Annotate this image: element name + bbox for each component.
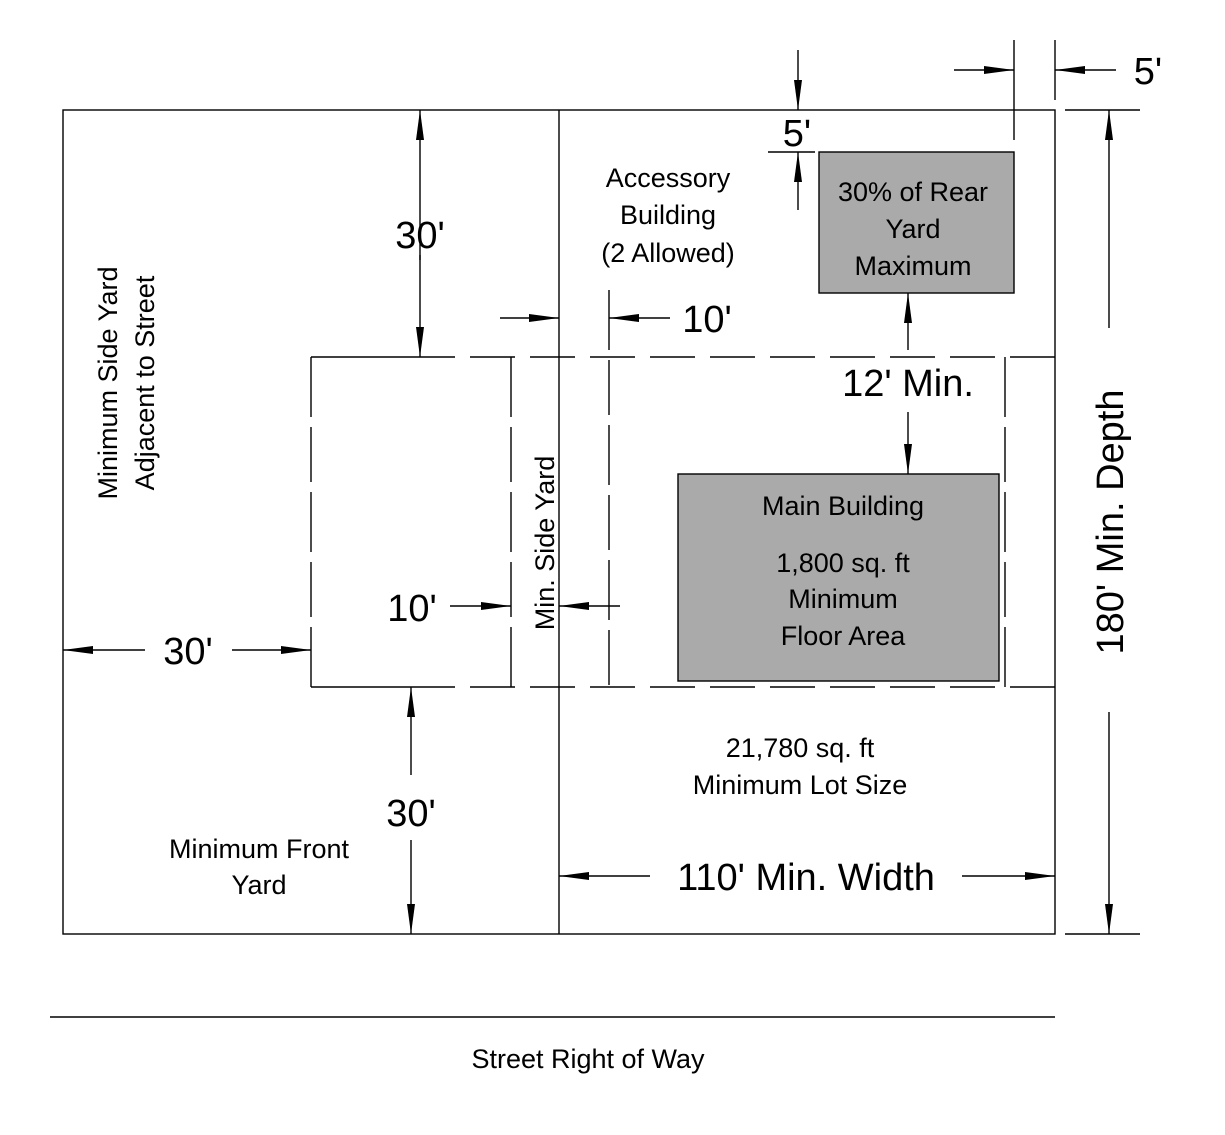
main-building-label-3: Floor Area	[781, 621, 907, 651]
accessory-building	[818, 151, 1015, 294]
min-depth-value: 180' Min. Depth	[1090, 390, 1132, 655]
rear-yard-label-1: 30% of Rear	[838, 177, 988, 207]
side-yard-street-label-1: Minimum Side Yard	[93, 266, 123, 499]
front-yard-label-2: Yard	[231, 870, 286, 900]
main-building-title: Main Building	[762, 491, 924, 521]
accessory-label-3: (2 Allowed)	[601, 238, 735, 268]
accessory-label-2: Building	[620, 200, 716, 230]
building-separation-value: 12' Min.	[842, 363, 974, 405]
side-street-setback-value: 30'	[163, 631, 213, 673]
street-row-label: Street Right of Way	[471, 1044, 705, 1074]
main-building-label-2: Minimum	[788, 584, 898, 614]
lot-size-label-1: 21,780 sq. ft	[726, 733, 875, 763]
accessory-label-1: Accessory	[606, 163, 731, 193]
rear-setback-value: 30'	[395, 215, 445, 257]
front-yard-label-1: Minimum Front	[169, 834, 350, 864]
accessory-rear-value: 5'	[783, 113, 811, 155]
rear-yard-label-3: Maximum	[854, 251, 971, 281]
min-width-value: 110' Min. Width	[677, 857, 935, 899]
building-envelope	[310, 290, 1055, 688]
dimension-lines	[50, 40, 1140, 1018]
front-setback-value: 30'	[386, 793, 436, 835]
side-setback-value: 10'	[387, 588, 437, 630]
side-yard-street-label-2: Adjacent to Street	[130, 275, 160, 490]
accessory-side-value: 10'	[682, 299, 732, 341]
min-side-yard-label: Min. Side Yard	[530, 456, 560, 631]
lot-size-label-2: Minimum Lot Size	[693, 770, 908, 800]
accessory-side-rear-value: 5'	[1134, 51, 1162, 93]
main-building-label-1: 1,800 sq. ft	[776, 548, 910, 578]
rear-yard-label-2: Yard	[885, 214, 940, 244]
main-building	[677, 473, 1000, 682]
